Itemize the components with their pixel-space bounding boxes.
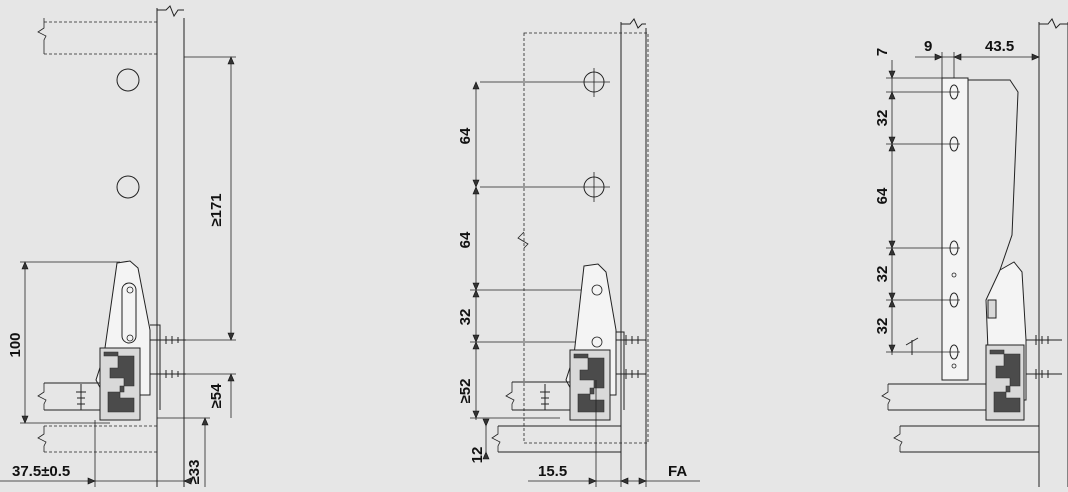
left-cabinet-panel [156,5,185,487]
left-dim-37-5: 37.5±0.5 [0,420,192,487]
right-bottom-panel [881,337,1039,453]
right-dim-top: 9 43.5 [915,38,1040,85]
middle-dim-52-label: ≥52 [457,379,474,404]
left-dim-171: ≥171 [160,56,236,341]
right-dim-32-top-label: 32 [874,110,891,127]
right-dim-chain: 7 32 64 32 32 [874,48,960,355]
middle-cabinet-panel [620,18,647,470]
right-drawer-side [985,261,1027,421]
right-dim-64-label: 64 [874,187,891,204]
left-dim-33: ≥33 [157,417,210,487]
right-dim-9-label: 9 [924,38,932,55]
right-cabinet-panel [1038,18,1068,487]
middle-dim-bottom: 15.5 FA [528,380,700,487]
middle-dim-32-label: 32 [457,309,474,326]
middle-dim-64-mid-label: 64 [457,231,474,248]
right-dim-32-bottom-label: 32 [874,318,891,335]
middle-view: 64 64 32 ≥52 [457,18,700,487]
right-screws [1026,335,1062,379]
middle-bottom-panel [491,381,621,453]
left-dim-54-label: ≥54 [208,383,225,409]
left-bottom-panel [37,382,157,453]
left-dim-37-5-label: 37.5±0.5 [12,463,70,480]
right-view: 9 43.5 7 32 64 [874,18,1068,487]
right-holes [949,84,959,369]
middle-dim-12-label: 12 [469,447,486,464]
right-dim-43-5-label: 43.5 [985,38,1014,55]
left-dim-54: ≥54 [184,373,236,418]
left-screws [76,335,186,410]
left-dim-100-label: 100 [7,332,24,357]
left-dim-171-label: ≥171 [208,193,225,226]
middle-screws [540,335,646,410]
left-drawer-side [95,260,161,421]
middle-dim-12: 12 [469,418,490,464]
middle-holes [480,68,610,202]
middle-dim-64-top-label: 64 [457,127,474,144]
middle-dim-15-5-label: 15.5 [538,463,567,480]
left-dim-100: 100 [7,261,120,424]
left-view: ≥171 100 [0,5,236,487]
middle-drawer-side [565,263,625,421]
middle-dim-fa-label: FA [668,463,687,480]
right-dim-7-label: 7 [874,48,891,56]
left-hole-lower [116,175,140,199]
left-hole-upper [116,68,140,92]
left-front-outline-top [37,18,157,55]
right-dim-32-mid-label: 32 [874,266,891,283]
middle-front-outline [517,32,649,444]
right-front-panel [941,77,1019,381]
